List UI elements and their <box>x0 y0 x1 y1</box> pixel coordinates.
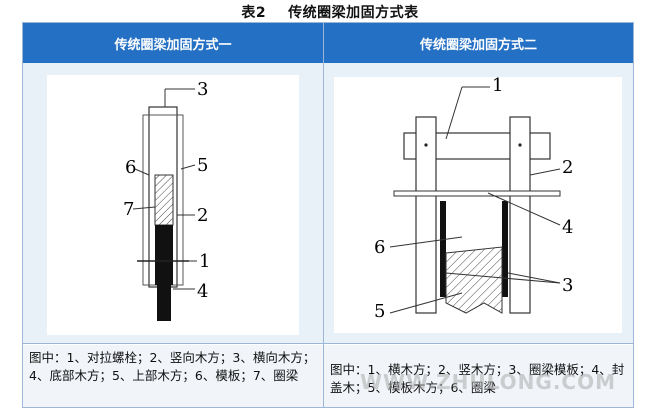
figure-cell-2: 1 2 4 6 3 5 <box>324 63 633 343</box>
column-header-1: 传统圈梁加固方式一 <box>23 23 323 63</box>
figure-2: 1 2 4 6 3 5 <box>334 75 622 333</box>
figure-2-drawing: 1 2 4 6 3 5 <box>374 75 573 322</box>
leader-3b <box>445 272 561 284</box>
fig2-label-2: 2 <box>562 157 573 178</box>
leader-5 <box>180 164 196 170</box>
vertical-post-right <box>509 116 531 314</box>
formwork-right <box>502 201 508 297</box>
caption-2: 图中：1、横木方；2、竖木方；3、圈梁模板；4、封盖木；5、模板木方；6、圈梁 <box>324 345 633 407</box>
figure-1-drawing: 3 6 5 7 2 1 4 <box>123 79 210 321</box>
bottom-wood-fill <box>157 285 171 321</box>
column-header-2: 传统圈梁加固方式二 <box>324 23 633 63</box>
fig1-label-1: 1 <box>199 251 210 272</box>
fig1-label-2: 2 <box>197 205 208 226</box>
bolt-left <box>424 143 428 147</box>
ring-beam-hatch <box>445 246 503 314</box>
ring-beam-fill <box>155 225 173 285</box>
leader-1b <box>445 86 463 140</box>
figure-1: 3 6 5 7 2 1 4 <box>47 75 299 335</box>
leader-2 <box>529 168 561 176</box>
caption-1: 图中：1、对拉螺栓；2、竖向木方；3、横向木方；4、底部木方；5、上部木方；6、… <box>23 345 323 407</box>
fig2-label-1: 1 <box>492 77 503 96</box>
vertical-post-left <box>415 116 437 314</box>
fig1-label-3: 3 <box>197 79 208 100</box>
leader-4 <box>487 192 561 226</box>
fig1-label-5: 5 <box>197 155 208 176</box>
leader-6 <box>134 168 150 176</box>
leader-5 <box>389 292 463 314</box>
reinforcement-table: 传统圈梁加固方式一 传统圈梁加固方式二 <box>22 22 634 408</box>
watermark: WWW.ZHULONG.COM <box>360 370 616 394</box>
fig2-label-4: 4 <box>562 217 573 238</box>
table-title-text: 传统圈梁加固方式表 <box>288 5 419 21</box>
cover-wood <box>393 190 561 197</box>
bolt-right <box>518 143 522 147</box>
figure-cell-1: 3 6 5 7 2 1 4 <box>23 63 323 343</box>
fig2-label-5: 5 <box>374 301 385 322</box>
formwork-left <box>440 201 446 297</box>
leader-3a <box>507 272 561 284</box>
leader-6 <box>389 236 463 248</box>
column-divider <box>323 23 324 407</box>
upper-wood-hatch <box>154 174 174 226</box>
fig2-label-6: 6 <box>374 237 385 258</box>
table-title: 表2 传统圈梁加固方式表 <box>0 2 660 22</box>
row-divider <box>23 343 633 344</box>
fig1-label-7: 7 <box>123 199 134 220</box>
leader-7 <box>132 206 156 210</box>
fig1-label-4: 4 <box>197 281 208 302</box>
fig1-label-6: 6 <box>125 157 136 178</box>
fig2-label-3: 3 <box>562 275 573 296</box>
table-number: 表2 <box>241 5 267 21</box>
